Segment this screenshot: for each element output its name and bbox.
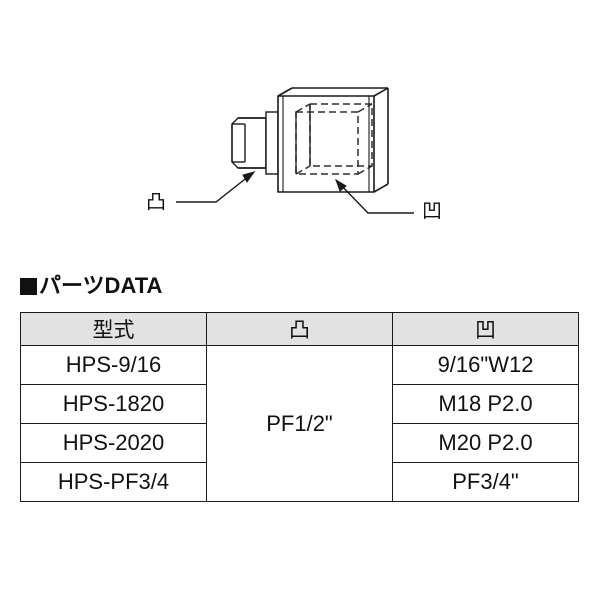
cavity-visible-edges xyxy=(295,104,311,174)
cell-model: HPS-1820 xyxy=(20,384,207,424)
table-row: HPS-1820 M18 P2.0 xyxy=(20,384,579,424)
male-leader-line xyxy=(176,171,255,203)
table-row: HPS-9/16 PF1/2" 9/16"W12 xyxy=(20,345,579,502)
table-header-row: 型式 凸 凹 xyxy=(20,312,579,346)
section-title-text: パーツDATA xyxy=(39,273,163,298)
male-leader-arrowhead xyxy=(242,171,256,183)
female-leader-line xyxy=(335,179,414,214)
cell-concave: M18 P2.0 xyxy=(392,384,579,424)
cell-model: HPS-PF3/4 xyxy=(20,462,207,502)
boss-flange xyxy=(265,111,279,175)
table-row: HPS-PF3/4 PF3/4" xyxy=(20,462,579,502)
adapter-fitting-drawing: 凸 凹 xyxy=(146,87,442,222)
cell-concave: 9/16"W12 xyxy=(392,345,579,385)
bullet-square-icon xyxy=(20,278,37,295)
column-header-convex: 凸 xyxy=(206,312,393,346)
cell-concave: PF3/4" xyxy=(392,462,579,502)
cell-model: HPS-2020 xyxy=(20,423,207,463)
cell-convex-merged: PF1/2" xyxy=(206,345,393,502)
cell-concave: M20 P2.0 xyxy=(392,423,579,463)
column-header-model: 型式 xyxy=(20,312,207,346)
internal-cavity-hidden-lines xyxy=(295,103,373,175)
section-title: パーツDATA xyxy=(20,273,162,299)
parts-data-table: 型式 凸 凹 HPS-9/16 PF1/2" 9/16"W12 HPS-1820… xyxy=(20,312,579,502)
cell-model: HPS-9/16 xyxy=(20,345,207,385)
male-callout-label: 凸 xyxy=(146,191,166,213)
column-header-concave: 凹 xyxy=(392,312,579,346)
technical-drawing-region: 凸 凹 xyxy=(0,0,600,265)
female-leader-arrowhead xyxy=(335,178,347,192)
parts-table-wrapper: 型式 凸 凹 HPS-9/16 PF1/2" 9/16"W12 HPS-1820… xyxy=(20,312,579,502)
female-callout-label: 凹 xyxy=(422,200,442,222)
